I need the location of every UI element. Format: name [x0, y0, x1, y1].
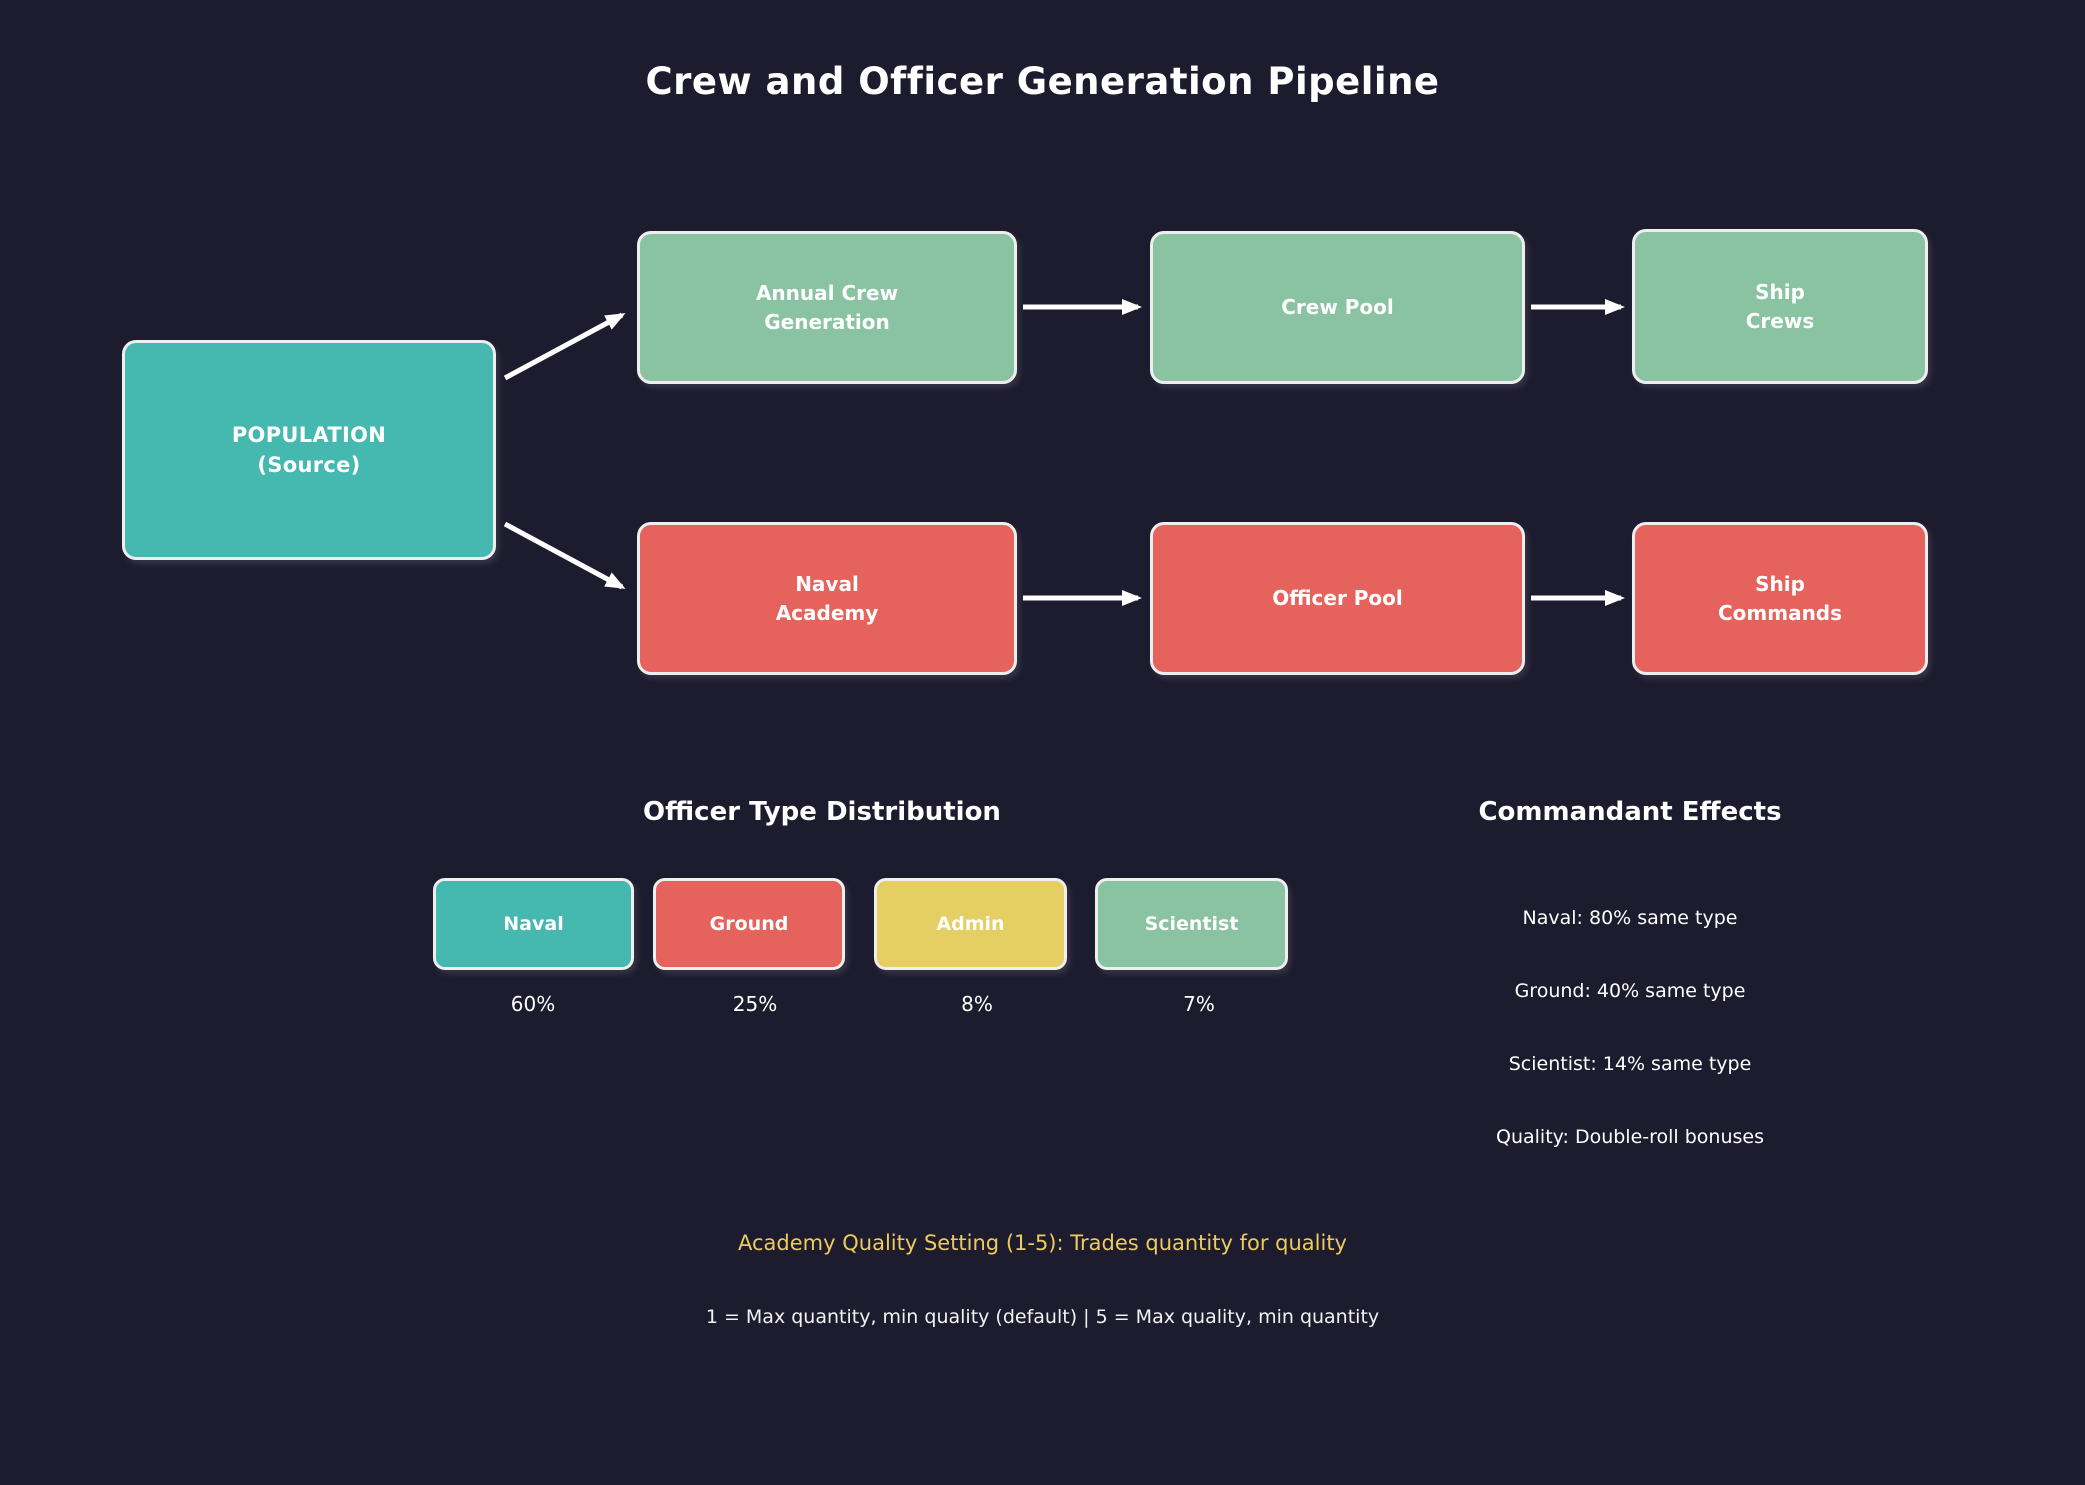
distribution-heading: Officer Type Distribution: [643, 797, 1001, 827]
dist-value-admin: 8%: [961, 992, 993, 1016]
arrow-population-to-annual-crew-generation: [503, 312, 626, 381]
dist-box-ground: Ground: [653, 878, 845, 970]
dist-box-ground-label: Ground: [709, 913, 789, 935]
dist-value-naval: 60%: [510, 992, 556, 1016]
dist-value-scientist: 7%: [1183, 992, 1215, 1016]
commandant-line-scientist: Scientist: 14% same type: [1508, 1053, 1752, 1075]
commandant-line-naval: Naval: 80% same type: [1522, 907, 1738, 929]
node-ship-crews-label: Ship Crews: [1745, 279, 1815, 333]
node-ship-crews: Ship Crews: [1632, 229, 1928, 384]
node-naval-academy-label: Naval Academy: [775, 571, 879, 625]
node-ship-commands-label: Ship Commands: [1717, 571, 1843, 625]
node-population: POPULATION (Source): [122, 340, 496, 560]
figure-title: Crew and Officer Generation Pipeline: [645, 60, 1440, 103]
dist-box-naval: Naval: [433, 878, 634, 970]
node-officer-pool: Officer Pool: [1150, 522, 1525, 675]
commandant-line-quality: Quality: Double-roll bonuses: [1495, 1126, 1765, 1148]
dist-value-ground: 25%: [732, 992, 778, 1016]
node-officer-pool-label: Officer Pool: [1272, 586, 1403, 610]
commandant-heading: Commandant Effects: [1478, 797, 1782, 827]
dist-box-scientist: Scientist: [1095, 878, 1288, 970]
dist-box-naval-label: Naval: [503, 913, 564, 935]
quality-scale-note: 1 = Max quantity, min quality (default) …: [705, 1306, 1380, 1328]
dist-box-scientist-label: Scientist: [1144, 913, 1239, 935]
node-naval-academy: Naval Academy: [637, 522, 1017, 675]
dist-box-admin-label: Admin: [936, 913, 1005, 935]
academy-quality-setting-note: Academy Quality Setting (1-5): Trades qu…: [738, 1231, 1347, 1255]
dist-box-admin: Admin: [874, 878, 1067, 970]
node-population-label: POPULATION (Source): [231, 422, 387, 477]
commandant-line-ground: Ground: 40% same type: [1514, 980, 1746, 1002]
arrow-population-to-naval-academy: [503, 521, 626, 590]
node-annual-crew-generation-label: Annual Crew Generation: [755, 280, 899, 334]
node-crew-pool: Crew Pool: [1150, 231, 1525, 384]
node-annual-crew-generation: Annual Crew Generation: [637, 231, 1017, 384]
node-ship-commands: Ship Commands: [1632, 522, 1928, 675]
node-crew-pool-label: Crew Pool: [1281, 295, 1394, 319]
